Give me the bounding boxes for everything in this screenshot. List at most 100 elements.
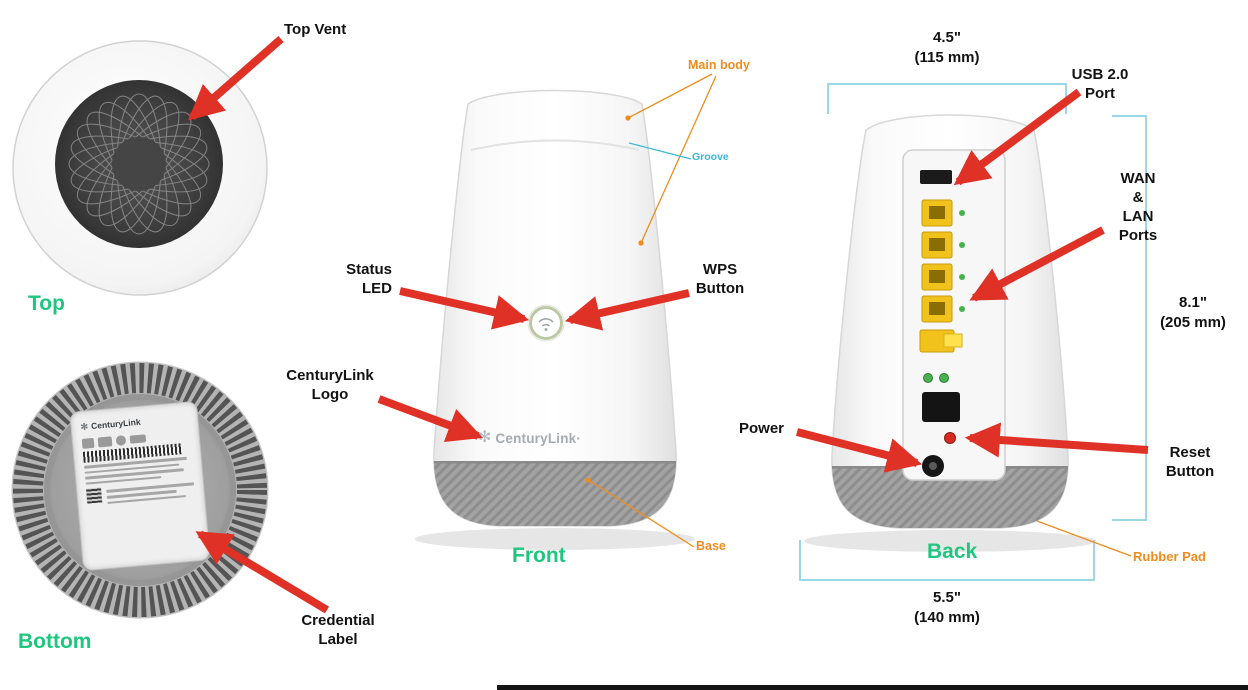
bottom-border-strip [497,685,1248,690]
top-view [12,40,268,296]
callout-reset-button: Reset Button [1152,443,1228,481]
ethernet-port [921,231,965,259]
dimension-top-width: 4.5" (115 mm) [880,28,1014,68]
callout-wps-button-line2: Button [695,280,745,297]
callout-groove: Groove [692,151,729,163]
front-body [433,89,677,527]
callout-credential-label: Credential Label [298,611,378,649]
cert-icon [129,434,147,444]
back-port-panel [902,149,1006,481]
dimension-bracket-top-width [827,83,1067,114]
dimension-bottom-width: 5.5" (140 mm) [880,588,1014,628]
wan-port [919,329,963,353]
callout-status-led-line1: Status [346,261,392,278]
callout-reset-button-line1: Reset [1169,444,1211,461]
credential-qr-code [86,487,103,505]
arrow-top-vent [188,35,284,121]
view-label-top: Top [28,292,65,315]
dimension-height: 8.1" (205 mm) [1150,293,1236,333]
dimension-top-width-mm: (115 mm) [914,49,980,66]
centurylink-logo-icon: ✻ [80,421,89,432]
callout-wan-lan-line4: Ports [1118,227,1158,244]
callout-wps-button: WPS Button [688,260,752,298]
black-square-port [922,392,960,422]
front-base [433,461,677,526]
thin-callout-lines [585,73,1132,557]
credential-footer-lines [106,480,195,507]
back-base-rubber-pad [831,466,1069,528]
ethernet-ports [921,199,965,323]
main-body-dot-1 [625,115,631,121]
power-jack [922,455,944,477]
callout-centurylink-logo-line2: Logo [311,386,349,403]
view-label-back: Back [927,540,978,563]
credential-footer [86,480,195,509]
callout-usb-port-line2: Port [1085,85,1115,102]
cert-icon [115,435,127,446]
front-groove-line [470,139,640,151]
callout-top-vent: Top Vent [284,21,347,38]
callout-wan-lan-line3: LAN [1122,208,1154,225]
base-dot [585,477,591,483]
callout-rubber-pad: Rubber Pad [1133,549,1206,564]
arrow-credential-label [195,530,330,614]
cert-icon [81,437,95,449]
ethernet-port [921,199,965,227]
usb-icon [960,174,966,180]
dimension-height-value: 8.1" [1179,294,1207,311]
callout-reset-button-line2: Button [1165,463,1215,480]
arrow-reset-button [964,422,1149,458]
top-vent [55,80,223,248]
front-device-logo: ✻ CenturyLink· [478,430,581,446]
callout-centurylink-logo: CenturyLink Logo [282,366,378,404]
status-led-wps-button [527,304,565,342]
usb-port [920,170,952,184]
wps-led-icon [538,318,554,331]
reset-button [944,432,956,444]
dimension-bottom-width-value: 5.5" [933,589,961,606]
callout-usb-port: USB 2.0 Port [1062,65,1138,103]
back-body [831,114,1069,529]
callout-wan-lan-line2: & [1132,189,1144,206]
callout-status-led-line2: LED [362,280,392,297]
ethernet-port [921,295,965,323]
centurylink-logo-text: CenturyLink· [495,430,582,446]
dimension-height-mm: (205 mm) [1160,314,1226,331]
arrow-wps-button [564,289,690,331]
callout-credential-label-line1: Credential [301,612,375,629]
ethernet-port [921,263,965,291]
view-label-bottom: Bottom [18,630,92,653]
view-label-front: Front [512,544,566,567]
rubber-pad-callout-line [1036,520,1132,557]
callout-centurylink-logo-line1: CenturyLink [286,367,374,384]
dimension-brackets [799,83,1147,581]
callout-status-led: Status LED [330,260,392,298]
arrow-centurylink-logo [377,395,483,443]
arrow-power [795,428,923,473]
callout-wps-button-line1: WPS [702,261,738,278]
groove-callout-line [628,142,692,160]
arrow-usb-port [953,88,1082,186]
credential-label-panel: ✻ CenturyLink [69,400,211,572]
callout-power: Power [739,420,785,437]
panel-leds [923,373,949,383]
callout-usb-port-line1: USB 2.0 [1071,66,1129,83]
callout-main-body: Main body [688,58,750,72]
credential-brand-text: CenturyLink [90,416,141,432]
dimension-top-width-value: 4.5" [933,29,961,46]
centurylink-logo-icon: ✻ [478,429,492,446]
callout-base: Base [696,539,726,553]
callout-credential-label-line2: Label [318,631,358,648]
arrow-status-led [399,287,530,330]
front-view [415,89,695,550]
dimension-bottom-width-mm: (140 mm) [914,609,980,626]
cert-icon [97,436,113,448]
callout-wan-lan-line1: WAN [1120,170,1156,187]
callout-wan-lan-ports: WAN & LAN Ports [1106,169,1170,245]
main-body-dot-2 [638,240,644,246]
arrow-wan-lan-ports [969,226,1105,302]
top-view-body [12,40,268,296]
